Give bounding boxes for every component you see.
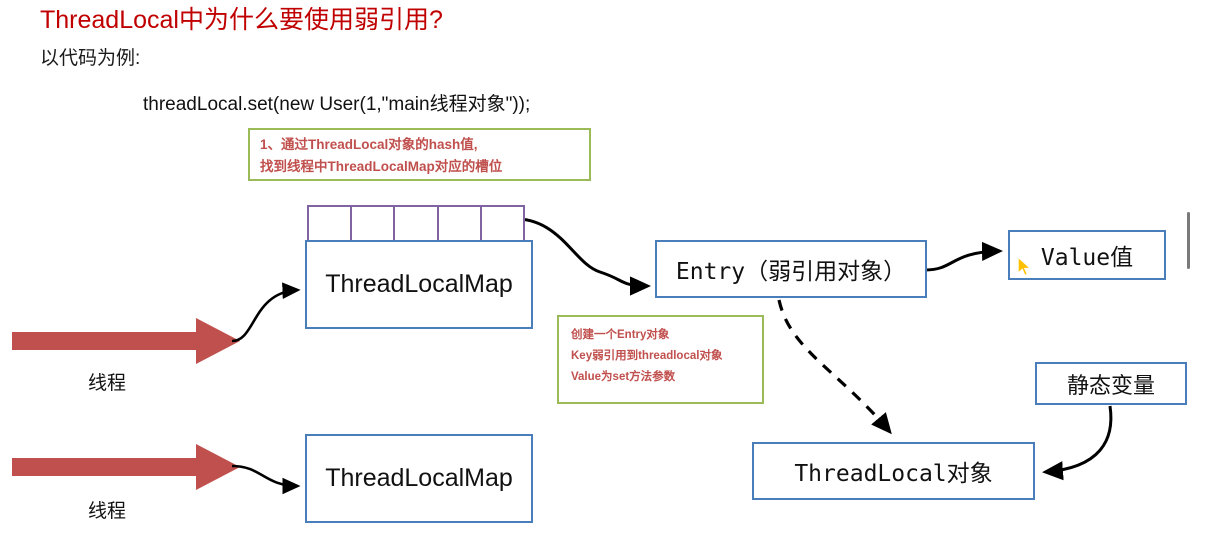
slot-cell-2 — [395, 207, 439, 241]
slot-cell-1 — [352, 207, 396, 241]
connector-entry-to-value — [924, 241, 1003, 272]
box-threadlocalmap-bottom: ThreadLocalMap — [305, 434, 533, 523]
connector-entry-to-threadlocal-weak — [777, 299, 892, 435]
note-line: 1、通过ThreadLocal对象的hash值, — [260, 137, 478, 152]
subtitle: 以代码为例: — [40, 48, 141, 69]
slot-cell-0 — [309, 207, 353, 241]
box-threadlocal-object: ThreadLocal对象 — [752, 442, 1035, 500]
code-line: threadLocal.set(new User(1,"main线程对象")); — [143, 94, 531, 115]
mouse-pointer-icon — [1017, 256, 1033, 277]
scrollbar-thumb[interactable] — [1187, 212, 1190, 269]
box-value: Value值 — [1008, 230, 1166, 280]
slot-cell-3 — [439, 207, 482, 241]
thread-label-2: 线程 — [88, 501, 127, 522]
note-hash-slot: 1、通过ThreadLocal对象的hash值, 找到线程中ThreadLoca… — [248, 128, 591, 181]
note-line: 创建一个Entry对象 — [571, 329, 670, 341]
connector-thread1-to-map — [231, 282, 301, 343]
note-line: Value为set方法参数 — [571, 371, 676, 383]
box-entry: Entry（弱引用对象） — [655, 240, 927, 298]
thread-arrow-2 — [12, 444, 240, 490]
note-line: 找到线程中ThreadLocalMap对应的槽位 — [260, 159, 503, 174]
note-entry-create: 创建一个Entry对象 Key弱引用到threadlocal对象 Value为s… — [557, 315, 764, 404]
page-title: ThreadLocal中为什么要使用弱引用? — [40, 6, 443, 34]
note-line: Key弱引用到threadlocal对象 — [571, 350, 723, 362]
box-static-variable: 静态变量 — [1035, 362, 1187, 405]
thread-label-1: 线程 — [88, 373, 127, 394]
connector-thread2-to-map — [231, 464, 301, 495]
box-threadlocalmap-top: ThreadLocalMap — [305, 240, 533, 329]
slot-cell-4 — [482, 207, 523, 241]
thread-arrow-1 — [12, 318, 240, 364]
connector-static-to-threadlocal — [1042, 405, 1113, 481]
threadlocalmap-slot-array — [307, 205, 525, 243]
